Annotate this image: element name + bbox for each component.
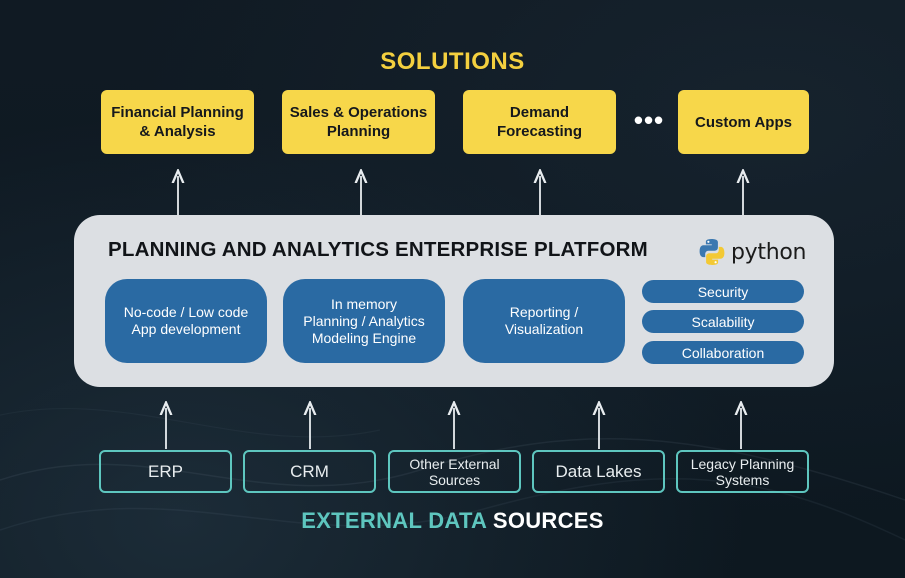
capability-no-code: No-code / Low code App development — [105, 279, 267, 363]
solution-financial-planning: Financial Planning & Analysis — [101, 90, 254, 154]
solution-sales-operations: Sales & Operations Planning — [282, 90, 435, 154]
source-data-lakes: Data Lakes — [532, 450, 665, 493]
more-ellipsis: ••• — [633, 105, 665, 135]
solution-demand-forecasting: Demand Forecasting — [463, 90, 616, 154]
source-crm: CRM — [243, 450, 376, 493]
source-other-external: Other External Sources — [388, 450, 521, 493]
pill-security: Security — [642, 280, 804, 303]
external-title-highlight: EXTERNAL DATA — [301, 508, 487, 533]
external-sources-title: EXTERNAL DATA SOURCES — [0, 508, 905, 534]
source-legacy-planning: Legacy Planning Systems — [676, 450, 809, 493]
python-logo-text: python — [731, 239, 807, 265]
pill-collaboration: Collaboration — [642, 341, 804, 364]
solution-custom-apps: Custom Apps — [678, 90, 809, 154]
python-icon — [699, 239, 725, 265]
capability-in-memory-engine: In memory Planning / Analytics Modeling … — [283, 279, 445, 363]
python-logo: python — [697, 236, 807, 268]
source-erp: ERP — [99, 450, 232, 493]
solutions-title: SOLUTIONS — [380, 48, 525, 75]
external-title-rest: SOURCES — [486, 508, 604, 533]
platform-title: PLANNING AND ANALYTICS ENTERPRISE PLATFO… — [108, 238, 648, 261]
capability-reporting: Reporting / Visualization — [463, 279, 625, 363]
pill-scalability: Scalability — [642, 310, 804, 333]
